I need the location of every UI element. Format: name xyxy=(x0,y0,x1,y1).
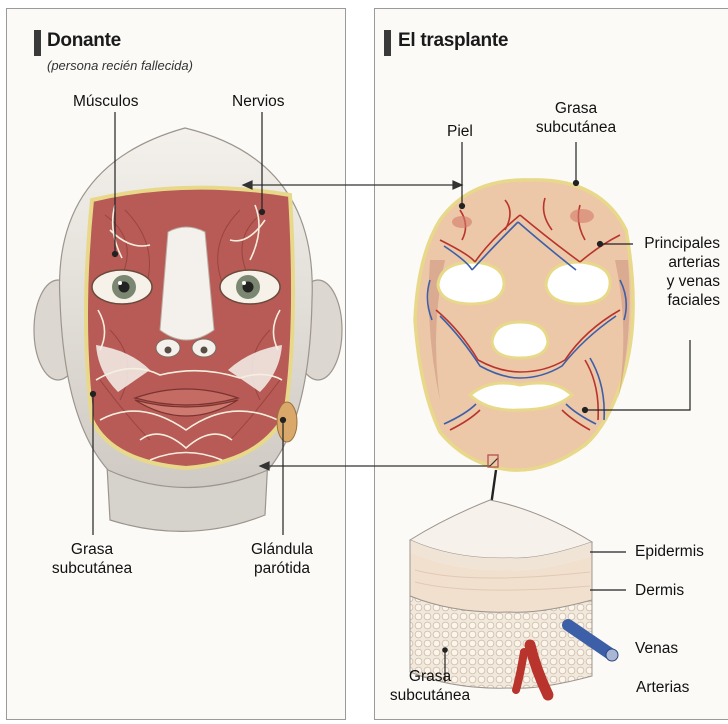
label-donor-fat-line1: Grasa xyxy=(40,540,144,559)
label-muscles: Músculos xyxy=(73,92,138,111)
skin-block xyxy=(410,470,626,695)
label-section-fat: Grasa subcutánea xyxy=(378,667,482,705)
label-donor-fat: Grasa subcutánea xyxy=(40,540,144,578)
label-transplant-fat: Grasa subcutánea xyxy=(524,99,628,137)
label-vessels-line2: arterias xyxy=(616,253,720,272)
label-epidermis: Epidermis xyxy=(635,542,704,561)
transplant-title-bar xyxy=(384,30,391,56)
label-vessels-line1: Principales xyxy=(616,234,720,253)
label-veins: Venas xyxy=(635,639,678,658)
label-vessels-line3: y venas xyxy=(616,272,720,291)
donor-title: Donante xyxy=(47,30,121,52)
transplant-mask xyxy=(415,180,633,470)
label-parotid-line2: parótida xyxy=(236,559,328,578)
donor-title-bar xyxy=(34,30,41,56)
label-vessels-line4: faciales xyxy=(616,291,720,310)
label-section-fat-line2: subcutánea xyxy=(378,686,482,705)
label-parotid-line1: Glándula xyxy=(236,540,328,559)
transplant-title: El trasplante xyxy=(398,30,508,52)
donor-face-muscles xyxy=(86,188,297,468)
label-vessels: Principales arterias y venas faciales xyxy=(616,234,720,310)
label-transplant-fat-line2: subcutánea xyxy=(524,118,628,137)
label-parotid: Glándula parótida xyxy=(236,540,328,578)
mask-nose-hole xyxy=(492,322,548,358)
label-transplant-fat-line1: Grasa xyxy=(524,99,628,118)
donor-subtitle: (persona recién fallecida) xyxy=(47,58,193,73)
mask-eye-hole-right xyxy=(546,262,610,304)
label-arteries: Arterias xyxy=(636,678,689,697)
parotid-gland xyxy=(277,402,297,442)
label-donor-fat-line2: subcutánea xyxy=(40,559,144,578)
label-section-fat-line1: Grasa xyxy=(378,667,482,686)
label-dermis: Dermis xyxy=(635,581,684,600)
label-nerves: Nervios xyxy=(232,92,285,111)
label-skin: Piel xyxy=(447,122,473,141)
